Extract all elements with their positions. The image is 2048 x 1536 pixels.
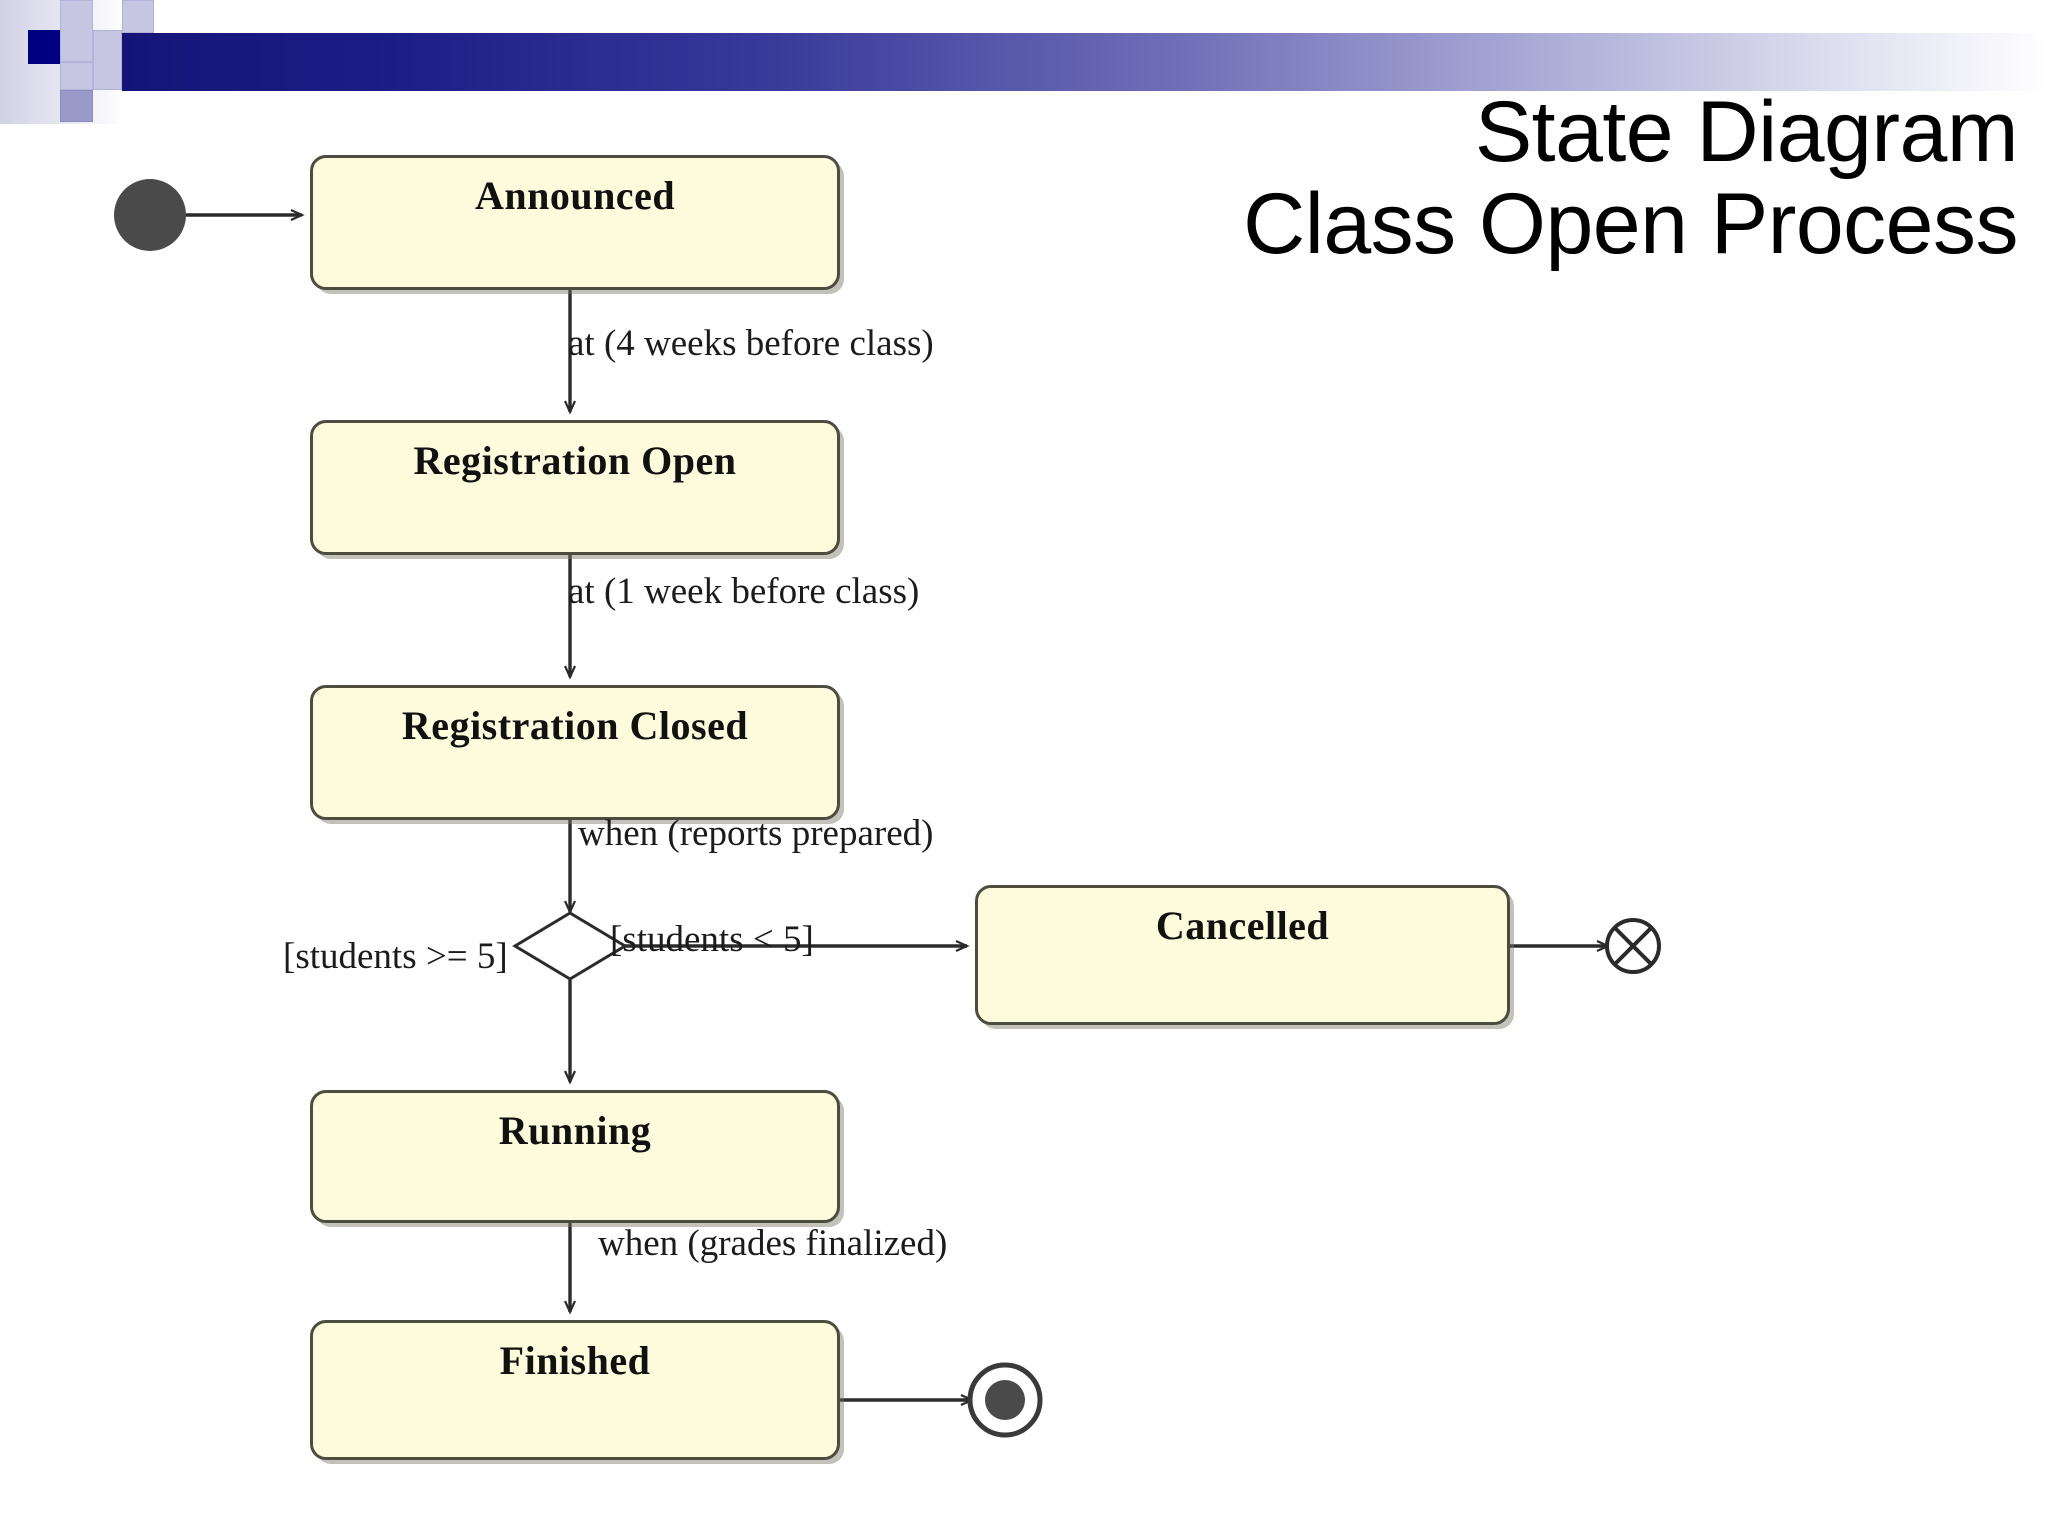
- state-cancelled[interactable]: Cancelled: [975, 885, 1510, 1025]
- deco-square-light-m: [93, 30, 122, 90]
- state-registration-open[interactable]: Registration Open: [310, 420, 840, 555]
- state-registration-open-label: Registration Open: [413, 438, 737, 483]
- edge-label-4-weeks-before-class: at (4 weeks before class): [568, 323, 934, 364]
- header-gradient-bar: [122, 33, 2048, 91]
- state-finished-label: Finished: [499, 1338, 651, 1383]
- state-running-label: Running: [498, 1108, 652, 1153]
- edge-label-reports-prepared: when (reports prepared): [578, 813, 934, 854]
- state-cancelled-label: Cancelled: [1155, 903, 1330, 948]
- deco-square-light-top: [122, 0, 154, 33]
- deco-square-light-tl: [60, 0, 93, 62]
- terminate-node: [1605, 918, 1661, 974]
- transition-connectors: [186, 208, 1611, 1407]
- deco-square-navy: [28, 30, 62, 64]
- deco-square-mid-bl: [60, 90, 93, 122]
- state-finished[interactable]: Finished: [310, 1320, 840, 1460]
- state-announced[interactable]: Announced: [310, 155, 840, 290]
- page-title-line-2: Class Open Process: [1243, 176, 2018, 273]
- decision-node: [512, 911, 628, 981]
- edge-label-guard-students-lt-5: [students < 5]: [610, 919, 814, 960]
- edge-label-guard-students-ge-5: [students >= 5]: [283, 936, 508, 977]
- state-registration-closed[interactable]: Registration Closed: [310, 685, 840, 820]
- initial-node: [114, 179, 186, 251]
- edge-label-grades-finalized: when (grades finalized): [598, 1223, 948, 1264]
- state-announced-label: Announced: [474, 173, 676, 218]
- state-running[interactable]: Running: [310, 1090, 840, 1223]
- page-title-line-1: State Diagram: [1474, 84, 2019, 180]
- deco-square-light-b: [60, 62, 93, 90]
- page-title: State Diagram Class Open Process: [678, 86, 2018, 270]
- state-registration-closed-label: Registration Closed: [401, 703, 749, 748]
- edge-label-1-week-before-class: at (1 week before class): [568, 571, 920, 612]
- slide-header-decoration: [0, 0, 2048, 130]
- final-node: [967, 1362, 1043, 1438]
